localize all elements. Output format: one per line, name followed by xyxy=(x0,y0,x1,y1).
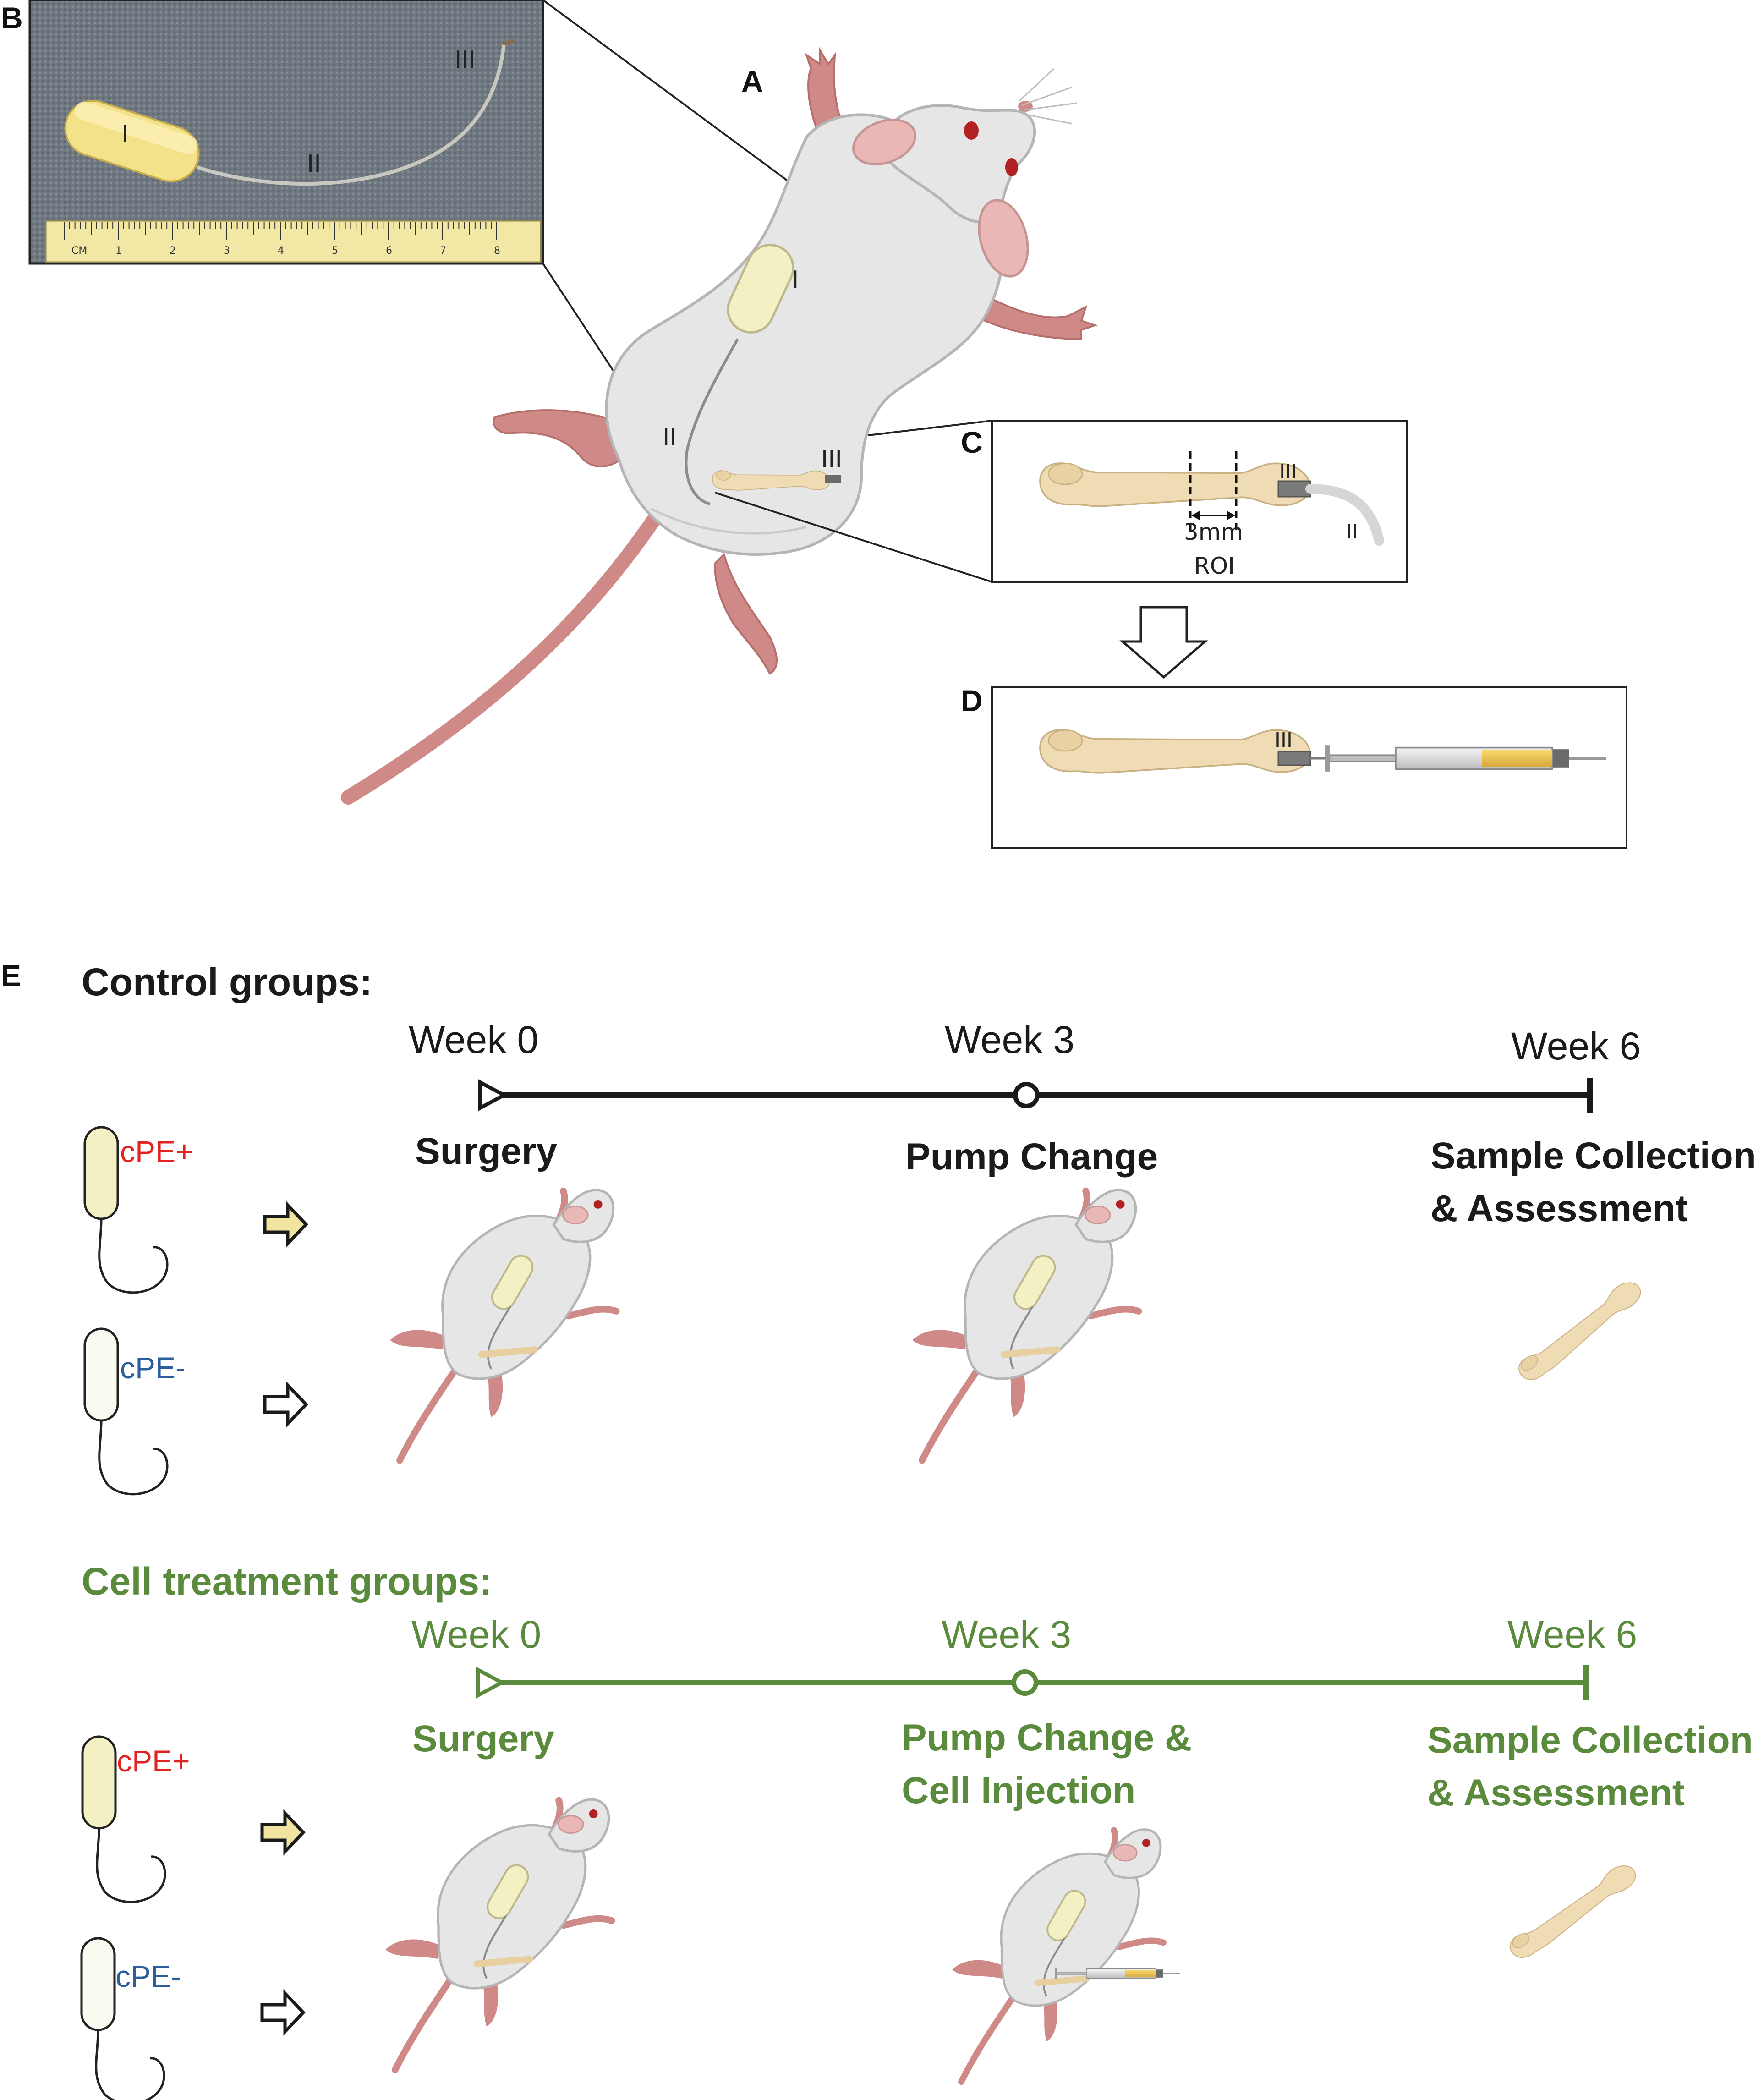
panel-c-label-catheter: II xyxy=(1346,520,1358,543)
ruler-number: 2 xyxy=(170,245,176,257)
rat-tail xyxy=(341,510,663,805)
panel-d-label-needle: III xyxy=(1275,729,1293,752)
control-bone-week6 xyxy=(1514,1276,1646,1387)
treatment-timeline xyxy=(476,1665,1589,1700)
treatment-week-3: Week 3 xyxy=(942,1613,1071,1656)
control-event-surgery: Surgery xyxy=(415,1130,557,1172)
panel-c-label-needle: III xyxy=(1279,460,1297,483)
ruler-number: 3 xyxy=(224,245,230,257)
control-event-sample-line1: Sample Collection xyxy=(1430,1135,1756,1177)
control-timeline-mid-marker xyxy=(1013,1082,1040,1108)
treatment-bone-week6 xyxy=(1506,1859,1641,1964)
panel-d: III xyxy=(991,686,1627,849)
down-arrow xyxy=(1119,606,1208,679)
rat-label-pump: I xyxy=(792,266,799,294)
ruler-number: 5 xyxy=(332,245,338,257)
control-event-pump-change: Pump Change xyxy=(905,1136,1158,1178)
panel-b-photo: CM 1 2 3 4 5 6 7 8 I II III xyxy=(28,0,544,265)
treatment-rat-week3 xyxy=(952,1830,1163,2082)
treatment-week-0: Week 0 xyxy=(411,1613,541,1656)
control-event-sample-line2: & Assessment xyxy=(1430,1188,1688,1229)
panel-c: 3mm ROI III II xyxy=(991,420,1408,583)
catheter-photo xyxy=(196,43,506,186)
treatment-arrow-cpe-minus xyxy=(260,1989,306,2036)
treatment-group-cpe-minus: cPE- xyxy=(115,1959,181,1993)
panel-d-needle xyxy=(1277,751,1311,766)
treatment-event-sample-line2: & Assessment xyxy=(1427,1772,1685,1814)
ruler-number: 1 xyxy=(115,245,122,257)
control-arrow-cpe-minus xyxy=(263,1381,308,1428)
ruler-unit-label: CM xyxy=(71,245,87,257)
implanted-needle xyxy=(825,475,841,483)
rat-label-catheter: II xyxy=(663,424,677,451)
treatment-week-6: Week 6 xyxy=(1507,1613,1637,1656)
control-week-0: Week 0 xyxy=(409,1018,538,1061)
treatment-timeline-start-marker xyxy=(476,1667,506,1699)
ruler-number: 6 xyxy=(386,245,392,257)
panel-c-distance: 3mm xyxy=(1184,519,1243,545)
photo-label-catheter: II xyxy=(307,150,321,178)
ruler-number: 4 xyxy=(278,245,284,257)
ruler-number: 7 xyxy=(440,245,446,257)
panel-c-catheter xyxy=(1305,484,1384,546)
treatment-group-cpe-plus: cPE+ xyxy=(117,1744,190,1778)
panel-d-letter: D xyxy=(961,684,983,718)
ruler-number: 8 xyxy=(494,245,500,257)
control-rat-week0 xyxy=(390,1190,617,1460)
treatment-event-pump-line1: Pump Change & xyxy=(902,1717,1192,1759)
panel-b-letter: B xyxy=(1,1,23,35)
panel-a-letter: A xyxy=(741,64,763,98)
treatment-event-pump-line2: Cell Injection xyxy=(902,1770,1135,1811)
rat-front-arm-right xyxy=(984,296,1098,340)
rat-ear-top xyxy=(852,118,917,166)
rat-ear-bottom xyxy=(978,199,1029,278)
control-group-cpe-plus: cPE+ xyxy=(120,1135,193,1168)
treatment-heading: Cell treatment groups: xyxy=(82,1560,492,1603)
control-group-cpe-minus: cPE- xyxy=(120,1351,186,1385)
zoom-line-c-top xyxy=(868,420,992,436)
implanted-catheter xyxy=(685,338,739,505)
panel-c-letter: C xyxy=(961,425,983,459)
photo-label-pump: I xyxy=(121,121,128,148)
control-timeline xyxy=(478,1078,1593,1113)
control-week-6: Week 6 xyxy=(1511,1025,1641,1068)
treatment-timeline-mid-marker xyxy=(1012,1669,1038,1696)
zoom-line-c-bottom xyxy=(714,492,992,583)
treatment-event-surgery: Surgery xyxy=(412,1718,554,1760)
rat-eye-bottom xyxy=(1005,158,1018,176)
control-timeline-start-marker xyxy=(478,1079,508,1111)
treatment-rat-week0 xyxy=(386,1799,612,2070)
rat-head xyxy=(883,104,1036,224)
rat-hind-leg-left xyxy=(493,409,634,468)
panel-c-roi: ROI xyxy=(1194,553,1235,579)
implanted-pump xyxy=(727,244,794,334)
ruler-ticks xyxy=(64,222,497,240)
panel-b-letter-bg xyxy=(0,0,28,33)
control-week-3: Week 3 xyxy=(945,1018,1074,1061)
treatment-event-sample-line1: Sample Collection xyxy=(1427,1719,1753,1761)
panel-e-letter: E xyxy=(1,959,21,992)
ruler xyxy=(45,220,542,263)
rat-label-needle: III xyxy=(821,446,842,473)
control-rat-week3 xyxy=(913,1190,1139,1460)
control-arrow-cpe-plus xyxy=(263,1201,308,1248)
photo-label-needle: III xyxy=(455,46,476,74)
rat-hind-leg-right xyxy=(713,553,778,675)
panel-a-rat-illustration: I II III xyxy=(341,47,1098,805)
ruler-numbers: 1 2 3 4 5 6 7 8 xyxy=(115,245,500,257)
treatment-arrow-cpe-plus xyxy=(260,1809,306,1856)
control-heading: Control groups: xyxy=(82,960,373,1003)
rat-eye-top xyxy=(964,121,979,140)
